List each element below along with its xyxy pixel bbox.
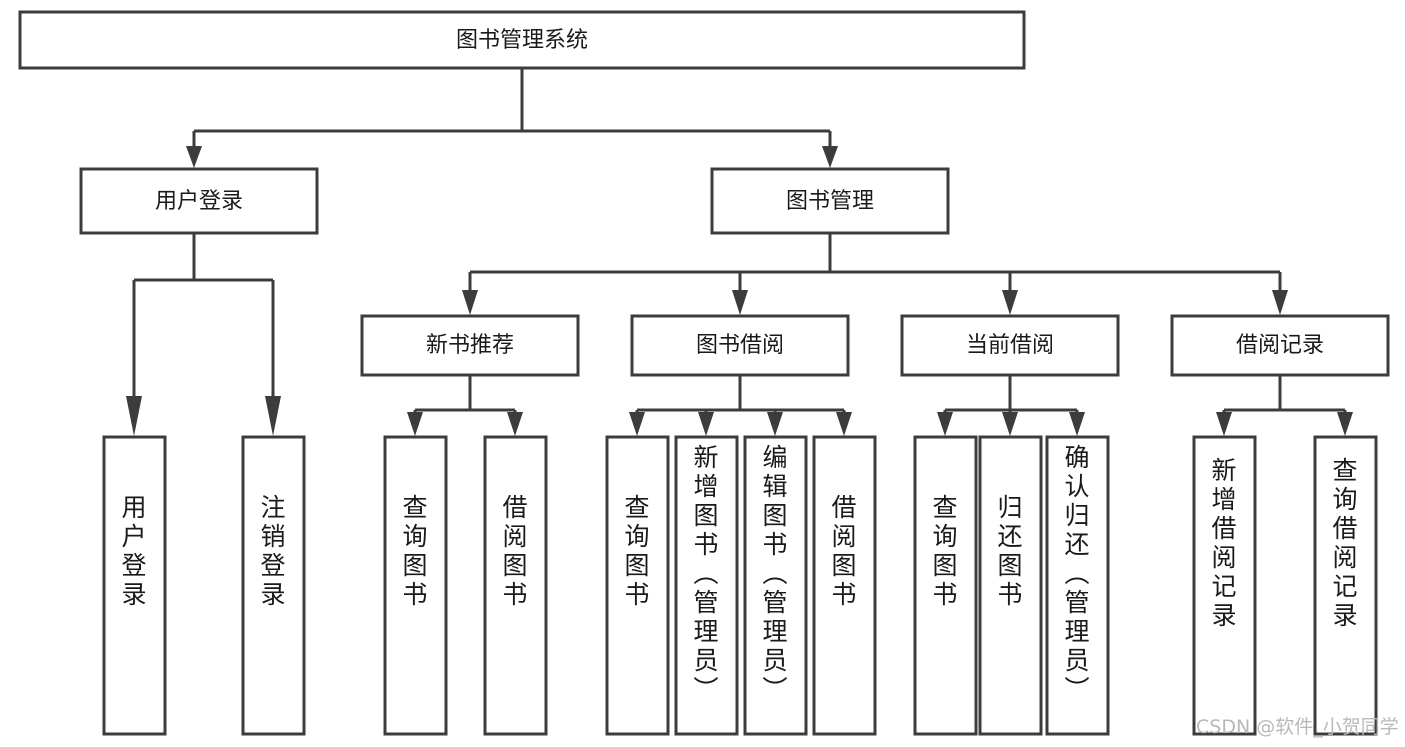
- connector-group-root-to-level2: [186, 68, 838, 168]
- node-borrow-record[interactable]: 借阅记录: [1170, 314, 1390, 377]
- leaf-bb-add-book-label: 新增图书︵管理员︶: [693, 443, 718, 704]
- leaf-nb-borrow-book-box[interactable]: [483, 435, 548, 736]
- connector-book-borrow-split: [635, 375, 846, 418]
- node-user-login-label: 用户登录: [155, 189, 243, 214]
- leaf-logout[interactable]: 注销登录: [241, 435, 306, 736]
- arrow-to-leaf-bb-add: [698, 412, 714, 436]
- node-root-system-box[interactable]: [18, 10, 1026, 70]
- node-root-system[interactable]: 图书管理系统: [18, 10, 1026, 70]
- leaf-cb-return-book[interactable]: 归还图书: [978, 435, 1043, 736]
- leaf-bb-query-book-box[interactable]: [605, 435, 670, 736]
- node-borrow-record-box[interactable]: [1170, 314, 1390, 377]
- connector-book-manage-split: [468, 233, 1282, 292]
- node-book-borrow[interactable]: 图书借阅: [630, 314, 850, 377]
- leaf-bb-borrow-book[interactable]: 借阅图书: [812, 435, 877, 736]
- arrow-to-leaf-cb-confirm: [1069, 412, 1085, 436]
- leaf-user-login[interactable]: 用户登录: [102, 435, 167, 736]
- connector-root-split: [192, 68, 832, 148]
- node-user-login[interactable]: 用户登录: [79, 167, 319, 235]
- node-book-manage-label: 图书管理: [786, 189, 874, 214]
- leaf-bb-query-book-label: 查询图书: [624, 493, 649, 609]
- leaf-br-add-record-box[interactable]: [1192, 435, 1257, 736]
- connector-user-login-split: [132, 233, 275, 398]
- arrow-to-leaf-nb-borrow: [507, 412, 523, 436]
- leaf-user-login-label: 用户登录: [121, 493, 146, 609]
- node-root-system-label: 图书管理系统: [456, 28, 588, 53]
- node-borrow-record-label: 借阅记录: [1236, 333, 1324, 358]
- connector-group-book-manage-to-level3: [462, 233, 1288, 315]
- leaf-br-query-record[interactable]: 查询借阅记录: [1313, 435, 1378, 736]
- leaf-bb-edit-book-box[interactable]: [743, 435, 808, 736]
- leaf-cb-confirm-return-box[interactable]: [1045, 435, 1110, 736]
- arrow-to-book-borrow: [732, 290, 748, 315]
- node-book-manage[interactable]: 图书管理: [710, 167, 950, 235]
- leaf-cb-return-book-box[interactable]: [978, 435, 1043, 736]
- leaf-bb-edit-book-label: 编辑图书︵管理员︶: [762, 443, 787, 704]
- connector-new-book-split: [413, 375, 517, 418]
- leaf-br-query-record-label: 查询借阅记录: [1332, 456, 1357, 630]
- leaf-bb-borrow-book-label: 借阅图书: [831, 493, 856, 609]
- leaf-bb-borrow-book-box[interactable]: [812, 435, 877, 736]
- connector-group-current-borrow-to-leaves: [937, 375, 1085, 436]
- node-current-borrow-box[interactable]: [900, 314, 1120, 377]
- node-user-login-box[interactable]: [79, 167, 319, 235]
- leaf-bb-edit-book[interactable]: 编辑图书︵管理员︶: [743, 435, 808, 736]
- leaf-br-add-record[interactable]: 新增借阅记录: [1192, 435, 1257, 736]
- connector-group-book-borrow-to-leaves: [629, 375, 852, 436]
- leaf-nb-borrow-book-label: 借阅图书: [502, 493, 527, 609]
- arrow-to-leaf-nb-query: [407, 412, 423, 436]
- connector-group-new-book-to-leaves: [407, 375, 523, 436]
- node-book-manage-box[interactable]: [710, 167, 950, 235]
- node-current-borrow-label: 当前借阅: [966, 333, 1054, 358]
- leaf-cb-return-book-label: 归还图书: [997, 493, 1022, 609]
- node-book-borrow-box[interactable]: [630, 314, 850, 377]
- leaf-bb-add-book[interactable]: 新增图书︵管理员︶: [674, 435, 739, 736]
- arrow-to-borrow-record: [1272, 290, 1288, 315]
- leaf-nb-query-book-label: 查询图书: [402, 493, 427, 609]
- arrow-to-leaf-user-login: [126, 396, 142, 436]
- leaf-cb-query-book-box[interactable]: [913, 435, 978, 736]
- node-current-borrow[interactable]: 当前借阅: [900, 314, 1120, 377]
- leaf-cb-confirm-return-label: 确认归还︵管理员︶: [1064, 443, 1089, 704]
- arrow-to-leaf-cb-return: [1002, 412, 1018, 436]
- leaf-logout-label: 注销登录: [260, 493, 285, 609]
- node-new-book-recommend-box[interactable]: [360, 314, 580, 377]
- node-book-borrow-label: 图书借阅: [696, 333, 784, 358]
- leaf-br-add-record-label: 新增借阅记录: [1211, 456, 1236, 630]
- connector-borrow-record-split: [1222, 375, 1347, 418]
- leaf-cb-confirm-return[interactable]: 确认归还︵管理员︶: [1045, 435, 1110, 736]
- arrow-to-leaf-br-add: [1216, 412, 1232, 436]
- leaf-nb-query-book-box[interactable]: [383, 435, 448, 736]
- arrow-to-leaf-logout: [265, 396, 281, 436]
- leaf-user-login-box[interactable]: [102, 435, 167, 736]
- arrow-to-leaf-cb-query: [937, 412, 953, 436]
- leaf-cb-query-book-label: 查询图书: [932, 493, 957, 609]
- leaf-cb-query-book[interactable]: 查询图书: [913, 435, 978, 736]
- leaf-bb-add-book-box[interactable]: [674, 435, 739, 736]
- arrow-to-leaf-bb-edit: [767, 412, 783, 436]
- arrow-to-leaf-bb-borrow: [836, 412, 852, 436]
- leaf-br-query-record-box[interactable]: [1313, 435, 1378, 736]
- arrow-to-current-borrow: [1002, 290, 1018, 315]
- arrow-to-leaf-br-query: [1337, 412, 1353, 436]
- leaf-bb-query-book[interactable]: 查询图书: [605, 435, 670, 736]
- arrow-to-book-manage: [822, 146, 838, 168]
- csdn-watermark: CSDN @软件_小贺同学: [1196, 716, 1399, 738]
- arrow-to-leaf-bb-query: [629, 412, 645, 436]
- connector-group-borrow-record-to-leaves: [1216, 375, 1353, 436]
- node-new-book-recommend-label: 新书推荐: [426, 333, 514, 358]
- leaf-nb-query-book[interactable]: 查询图书: [383, 435, 448, 736]
- arrow-to-user-login: [186, 146, 202, 168]
- node-new-book-recommend[interactable]: 新书推荐: [360, 314, 580, 377]
- connector-current-borrow-split: [943, 375, 1079, 418]
- leaf-logout-box[interactable]: [241, 435, 306, 736]
- arrow-to-new-book: [462, 290, 478, 315]
- connector-group-user-login-to-leaves: [126, 233, 281, 436]
- leaf-nb-borrow-book[interactable]: 借阅图书: [483, 435, 548, 736]
